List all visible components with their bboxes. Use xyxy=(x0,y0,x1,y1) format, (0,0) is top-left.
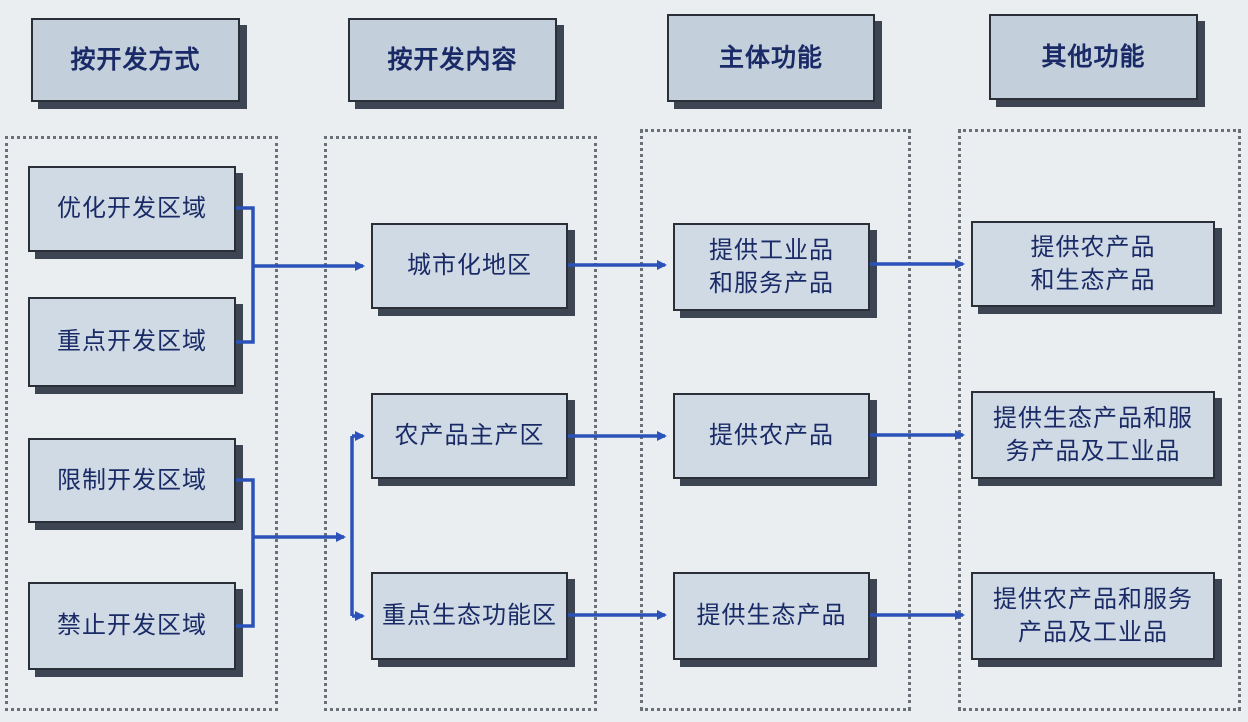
group-frame-development-mode xyxy=(5,136,278,711)
header-other-function: 其他功能 xyxy=(989,14,1198,100)
box-label: 提供工业品 和服务产品 xyxy=(709,235,834,297)
box-label: 提供生态产品和服 务产品及工业品 xyxy=(993,403,1193,465)
box-label: 提供农产品和服务 产品及工业品 xyxy=(993,584,1193,646)
box-label: 提供生态产品 xyxy=(696,601,847,630)
box-agricultural-production-area: 农产品主产区 xyxy=(371,393,568,479)
group-frame-other-function xyxy=(958,129,1241,711)
header-label: 其他功能 xyxy=(1041,41,1146,71)
header-main-function: 主体功能 xyxy=(667,14,875,102)
box-agri-eco-products: 提供农产品 和生态产品 xyxy=(971,221,1215,307)
box-label: 城市化地区 xyxy=(407,251,532,280)
box-eco-service-industrial-products: 提供生态产品和服 务产品及工业品 xyxy=(971,391,1215,479)
header-development-mode: 按开发方式 xyxy=(31,18,240,102)
box-optimize-development-zone: 优化开发区域 xyxy=(28,166,236,252)
box-label: 禁止开发区域 xyxy=(57,611,207,640)
header-label: 主体功能 xyxy=(718,42,823,72)
box-key-development-zone: 重点开发区域 xyxy=(28,297,236,387)
group-frame-main-function xyxy=(640,129,911,711)
group-frame-development-content xyxy=(324,136,597,711)
box-agricultural-products: 提供农产品 xyxy=(673,393,870,479)
box-label: 优化开发区域 xyxy=(57,194,207,223)
box-label: 重点开发区域 xyxy=(57,327,207,356)
box-agri-service-industrial-products: 提供农产品和服务 产品及工业品 xyxy=(971,572,1215,660)
box-ecological-products: 提供生态产品 xyxy=(673,572,870,660)
box-label: 提供农产品 和生态产品 xyxy=(1030,232,1156,294)
header-development-content: 按开发内容 xyxy=(348,18,557,102)
box-label: 农产品主产区 xyxy=(394,421,545,450)
header-label: 按开发方式 xyxy=(70,44,201,74)
box-label: 提供农产品 xyxy=(709,421,834,450)
box-label: 限制开发区域 xyxy=(57,465,207,494)
header-label: 按开发内容 xyxy=(387,44,518,74)
box-prohibited-development-zone: 禁止开发区域 xyxy=(28,582,236,670)
box-restricted-development-zone: 限制开发区域 xyxy=(28,438,236,523)
box-label: 重点生态功能区 xyxy=(382,601,557,630)
box-key-ecological-function-area: 重点生态功能区 xyxy=(371,572,568,660)
box-industrial-service-products: 提供工业品 和服务产品 xyxy=(673,223,870,311)
box-urbanized-area: 城市化地区 xyxy=(371,223,568,309)
